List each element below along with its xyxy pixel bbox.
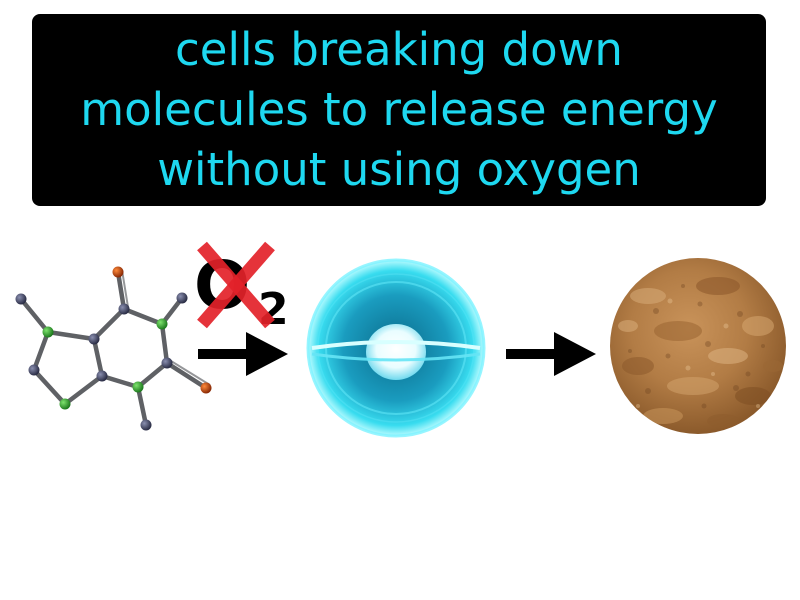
arrow-right-icon [198,332,288,376]
energy-texture-icon [610,258,786,434]
caption-line-2: molecules to release energy [80,83,718,136]
molecule-icon [15,266,212,431]
definition-caption: cells breaking down molecules to release… [32,14,766,206]
arrow-right-icon [506,332,596,376]
no-oxygen-cross-icon [197,241,275,329]
caption-line-1: cells breaking down [175,23,623,76]
caption-line-3: without using oxygen [157,143,641,196]
cell-icon [306,258,486,438]
